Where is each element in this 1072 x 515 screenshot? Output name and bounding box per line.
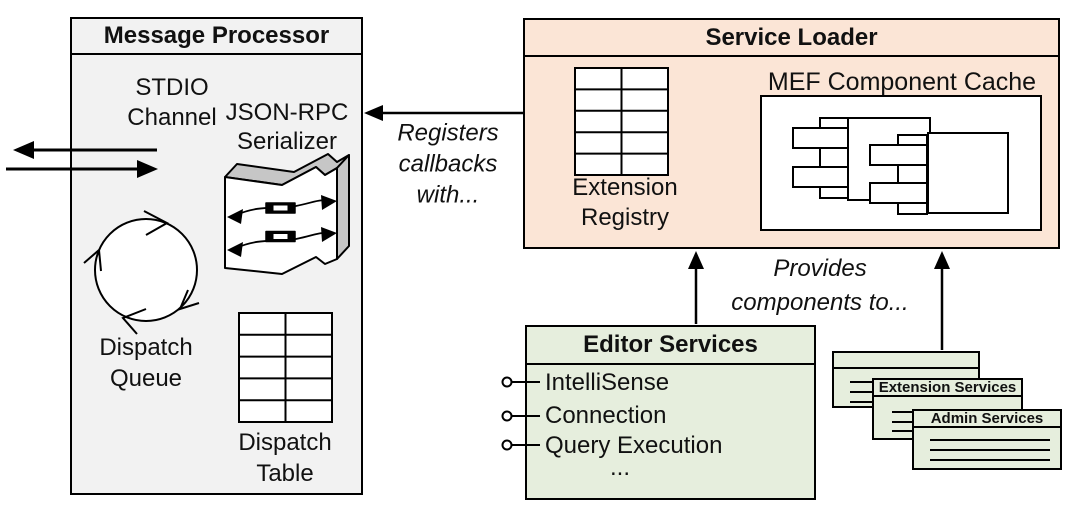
extension-services-title: Extension Services — [874, 379, 1021, 397]
stdio-channel-label: STDIO Channel — [127, 74, 217, 131]
admin-services-title: Admin Services — [914, 410, 1060, 428]
editor-service-item-connection: Connection — [545, 402, 667, 429]
editor-service-item-intellisense: IntelliSense — [545, 369, 670, 396]
editor-service-item-query-execution: Query Execution — [545, 432, 723, 459]
lollipop-circle-icon — [501, 410, 513, 422]
provides-arrow-editor — [688, 251, 704, 324]
admin-services-box: Admin Services — [912, 409, 1062, 470]
dispatch-queue-label: Dispatch Queue — [99, 334, 193, 392]
provides-components-label: Provides components to... — [731, 255, 909, 316]
provides-arrow-services — [934, 251, 950, 350]
stacked-back-header — [834, 353, 978, 369]
lollipop-circle-icon — [501, 376, 513, 388]
editor-services-title: Editor Services — [527, 327, 814, 365]
service-loader-title: Service Loader — [525, 20, 1058, 57]
editor-services-ellipsis: ... — [609, 454, 631, 481]
editor-services-box: Editor Services — [525, 325, 816, 500]
lollipop-circle-icon — [501, 439, 513, 451]
dispatch-table-label: Dispatch Table — [238, 429, 332, 487]
message-processor-title: Message Processor — [72, 19, 361, 55]
mef-cache-label: MEF Component Cache — [767, 68, 1037, 96]
extension-registry-label: Extension Registry — [572, 174, 678, 231]
registers-callbacks-label: Registers callbacks with... — [397, 119, 499, 209]
jsonrpc-serializer-label: JSON-RPC Serializer — [225, 99, 349, 155]
